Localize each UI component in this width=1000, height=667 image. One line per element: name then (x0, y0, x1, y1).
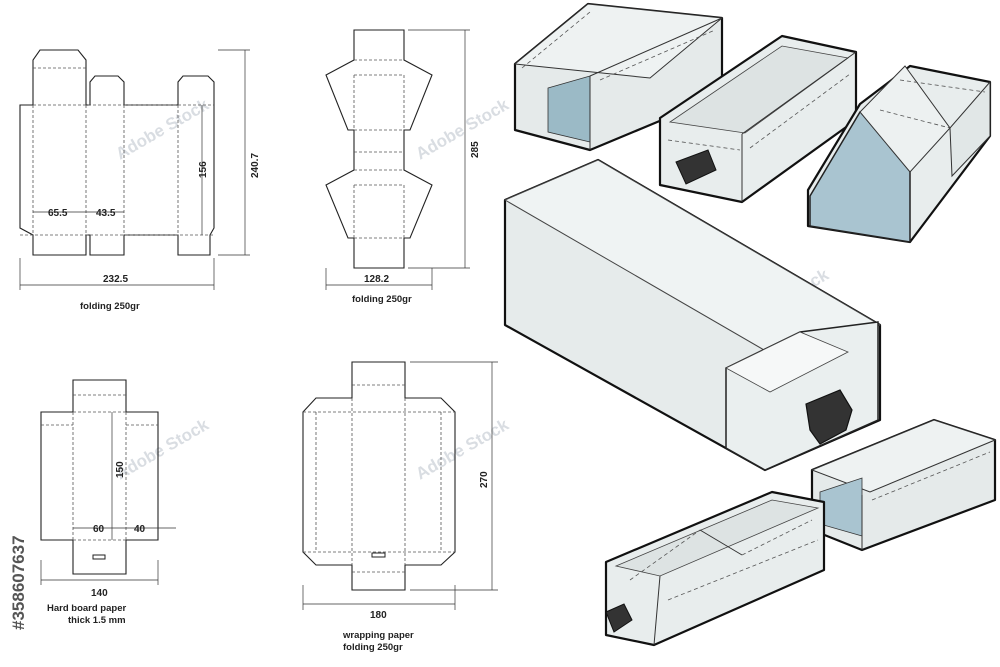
dim-width: 180 (370, 610, 387, 621)
dieline-sleeve-b: 128.2 285 folding 250gr (325, 29, 481, 305)
dieline-tray-a: 140 150 60 40 Hard board paper thick 1.5… (40, 379, 176, 626)
dim-width: 128.2 (364, 274, 389, 285)
dieline-sleeve-a: 232.5 240.7 156 65.5 43.5 folding 250gr (19, 49, 261, 312)
dim-inner-height: 150 (115, 461, 126, 478)
pull-tab-icon (675, 149, 717, 185)
view-divided-tray (604, 490, 826, 647)
dim-inner-height: 156 (198, 161, 209, 178)
divided-tray-body (604, 490, 826, 647)
view-sleeve-with-window (810, 418, 997, 552)
dim-height: 240.7 (250, 153, 261, 178)
dim-panel-a: 65.5 (48, 208, 68, 219)
dieline-caption: folding 250gr (343, 642, 403, 653)
dim-width: 140 (91, 588, 108, 599)
watermark-text: Adobe Stock (413, 415, 513, 484)
dieline-outline (302, 361, 456, 591)
dim-height: 270 (479, 471, 490, 488)
divided-tray-floor (614, 499, 820, 577)
dieline-caption: folding 250gr (352, 294, 412, 305)
pull-tab-icon (805, 389, 853, 445)
insert-blue-panel (809, 111, 911, 243)
slot (371, 552, 386, 558)
drawer-box-top (503, 159, 882, 366)
dieline-tray-b: 180 270 wrapping paper folding 250gr (302, 361, 498, 653)
slot (92, 554, 106, 560)
dim-width: 232.5 (103, 274, 128, 285)
dieline-outline (40, 379, 159, 575)
dieline-caption: thick 1.5 mm (68, 615, 126, 626)
watermark-text: Adobe Stock (413, 95, 513, 164)
watermark-id: #358607637 (9, 535, 28, 630)
dim-panel-a: 60 (93, 524, 105, 535)
drawer-inner-top (725, 331, 849, 393)
insert-fold-b (949, 80, 991, 178)
dim-panel-b: 43.5 (96, 208, 116, 219)
view-tray-with-tab (658, 34, 858, 204)
dieline-caption: Hard board paper (47, 603, 126, 614)
sleeve-inner (547, 75, 591, 143)
dieline-caption: wrapping paper (342, 630, 414, 641)
view-folded-insert (806, 64, 992, 244)
view-assembled-drawer-box (503, 158, 882, 472)
dim-height: 285 (470, 141, 481, 158)
dieline-outline (325, 29, 433, 269)
pull-tab-icon (605, 603, 633, 633)
dieline-caption: folding 250gr (80, 301, 140, 312)
dim-panel-b: 40 (134, 524, 146, 535)
